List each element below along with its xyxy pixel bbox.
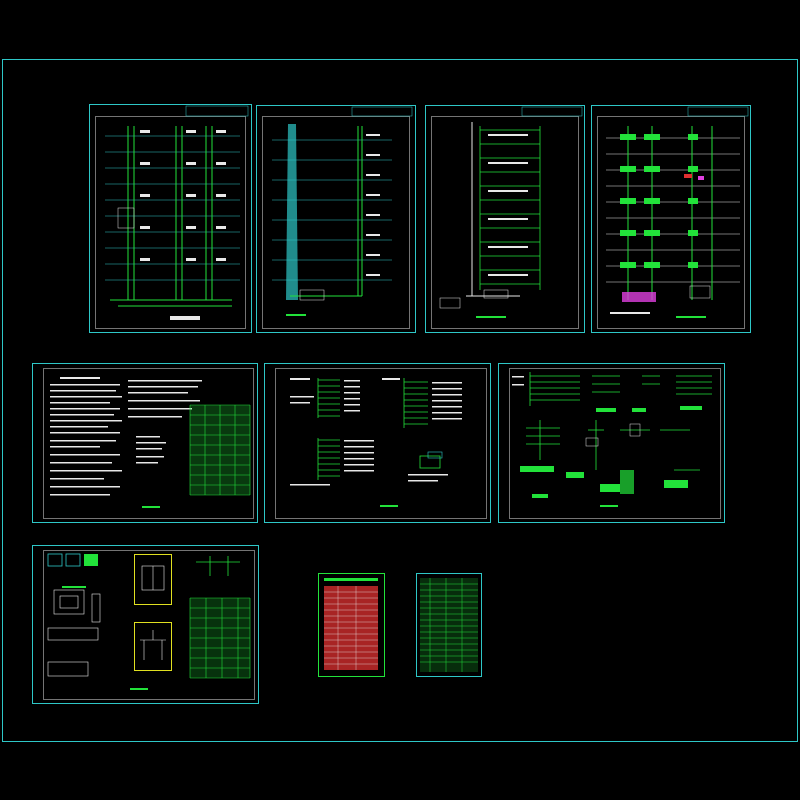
equipment-detail-sheet	[32, 545, 259, 704]
sheet-border	[498, 363, 725, 523]
sheet-border	[318, 573, 385, 677]
design-notes-sheet	[32, 363, 258, 523]
title-block	[185, 105, 249, 117]
sheet-border	[425, 105, 585, 333]
sheet-border	[264, 363, 491, 523]
detail-box-bottom	[134, 622, 172, 671]
legend-table	[420, 578, 478, 672]
inner-border	[275, 368, 487, 519]
distribution-box-sheet	[264, 363, 491, 523]
riser-diagram-4	[591, 105, 751, 333]
drawing-index-sheet	[318, 573, 385, 677]
system-diagram-sheet	[498, 363, 725, 523]
inner-border	[262, 116, 410, 329]
title-block	[521, 106, 583, 117]
sheet-border	[32, 545, 259, 704]
outer-frame	[2, 59, 798, 742]
inner-border	[43, 550, 255, 700]
riser-diagram-3	[425, 105, 585, 333]
sheet-border	[89, 104, 252, 333]
riser-diagram-2	[256, 105, 416, 333]
equipment-table	[189, 597, 251, 679]
cable-shaft	[286, 124, 298, 300]
notes-table	[189, 404, 251, 496]
riser-diagram-1	[89, 104, 252, 333]
inner-border	[95, 116, 246, 329]
inner-border	[597, 116, 745, 329]
inner-border	[43, 368, 254, 519]
sheet-border	[591, 105, 751, 333]
sheet-border	[32, 363, 258, 523]
inner-border	[431, 116, 579, 329]
inner-border	[509, 368, 721, 519]
legend-sheet	[416, 573, 482, 677]
title-block	[687, 106, 749, 117]
title-block	[351, 106, 413, 117]
sheet-border	[256, 105, 416, 333]
detail-box-top	[134, 554, 172, 605]
sheet-border	[416, 573, 482, 677]
